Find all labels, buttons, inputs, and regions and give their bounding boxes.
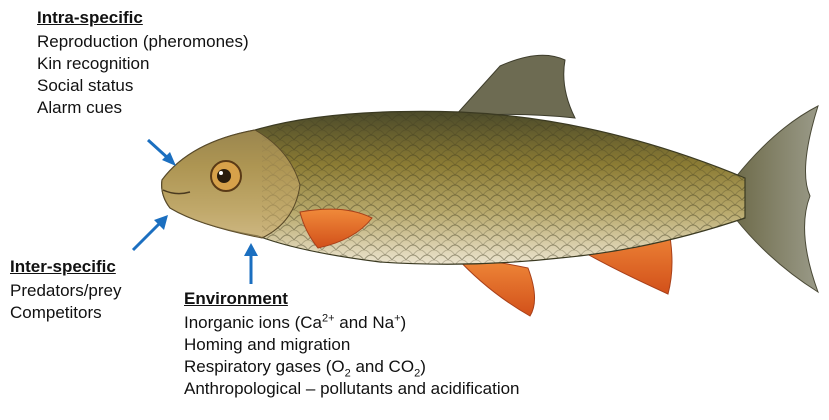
- env-item-anthropological: Anthropological – pollutants and acidifi…: [184, 378, 520, 400]
- env-item-homing: Homing and migration: [184, 334, 520, 356]
- environment-block: Environment Inorganic ions (Ca2+ and Na+…: [184, 289, 520, 400]
- inter-specific-block: Inter-specific Predators/prey Competitor…: [10, 257, 122, 324]
- inter-specific-heading: Inter-specific: [10, 257, 122, 277]
- environment-heading: Environment: [184, 289, 520, 309]
- intra-item-reproduction: Reproduction (pheromones): [37, 31, 249, 53]
- intra-item-social-status: Social status: [37, 75, 249, 97]
- intra-specific-block: Intra-specific Reproduction (pheromones)…: [37, 8, 249, 119]
- intra-item-kin-recognition: Kin recognition: [37, 53, 249, 75]
- inter-item-competitors: Competitors: [10, 302, 122, 324]
- intra-item-alarm-cues: Alarm cues: [37, 97, 249, 119]
- inter-item-predators-prey: Predators/prey: [10, 280, 122, 302]
- env-item-respiratory-gases: Respiratory gases (O2 and CO2): [184, 356, 520, 378]
- intra-specific-heading: Intra-specific: [37, 8, 249, 28]
- env-item-inorganic-ions: Inorganic ions (Ca2+ and Na+): [184, 312, 520, 334]
